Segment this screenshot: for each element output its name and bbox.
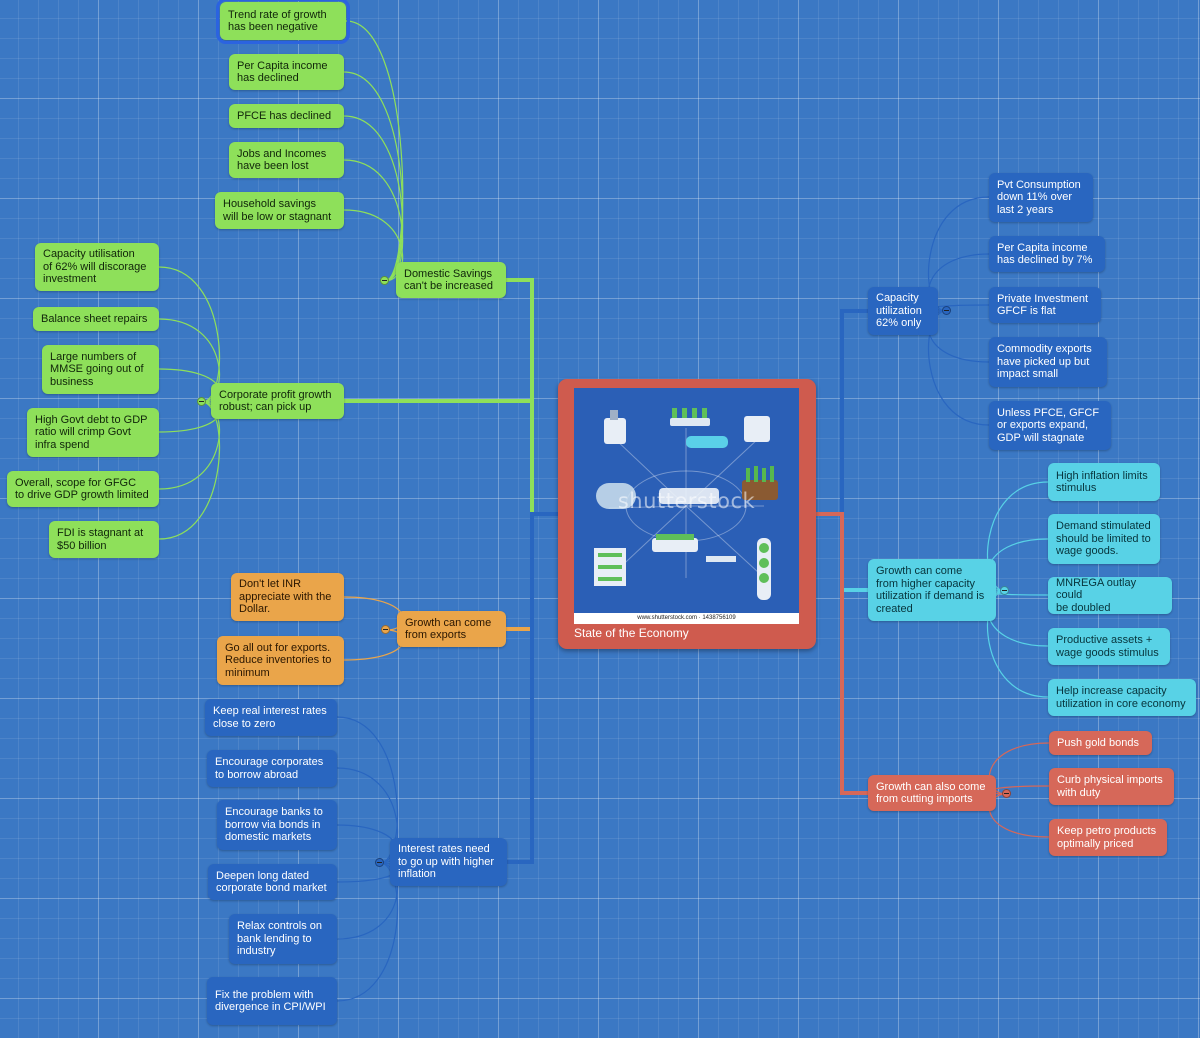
topic-growth-cutting-imports[interactable]: Growth can also come from cutting import…: [868, 775, 996, 811]
topic-mmse-going-out[interactable]: Large numbers of MMSE going out of busin…: [42, 345, 159, 394]
collapse-toggle-icon[interactable]: [197, 397, 206, 406]
topic-corporates-borrow-abroad[interactable]: Encourage corporates to borrow abroad: [207, 750, 337, 787]
smart-farming-illustration: [574, 388, 799, 624]
collapse-toggle-icon[interactable]: [375, 858, 384, 867]
connector-line: [336, 767, 398, 864]
trunk-line: [814, 512, 870, 795]
connector-line: [343, 159, 404, 282]
topic-pvt-consumption-down[interactable]: Pvt Consumption down 11% over last 2 yea…: [989, 173, 1093, 222]
collapse-toggle-icon[interactable]: [381, 625, 390, 634]
trunk-line: [814, 309, 870, 516]
connector-line: [158, 401, 220, 490]
topic-high-govt-debt[interactable]: High Govt debt to GDP ratio will crimp G…: [27, 408, 159, 457]
connector-line: [343, 596, 404, 631]
central-topic-image: shutterstock www.shutterstock.com · 1438…: [574, 388, 799, 624]
topic-jobs-incomes-lost[interactable]: Jobs and Incomes have been lost: [229, 142, 344, 178]
connector-line: [989, 793, 1050, 838]
connector-line: [345, 20, 404, 282]
topic-dont-let-inr-appreciate[interactable]: Don't let INR appreciate with the Dollar…: [231, 573, 344, 621]
topic-banks-borrow-via-bonds[interactable]: Encourage banks to borrow via bonds in d…: [217, 800, 337, 850]
topic-interest-rates-go-up[interactable]: Interest rates need to go up with higher…: [390, 838, 507, 886]
topic-balance-sheet-repairs[interactable]: Balance sheet repairs: [33, 307, 159, 331]
trunk-line: [505, 512, 560, 864]
topic-push-gold-bonds[interactable]: Push gold bonds: [1049, 731, 1152, 755]
topic-productive-assets[interactable]: Productive assets + wage goods stimulus: [1048, 628, 1170, 665]
topic-mnrega-outlay[interactable]: MNREGA outlay could be doubled: [1048, 577, 1172, 614]
topic-household-savings[interactable]: Household savings will be low or stagnan…: [215, 192, 344, 229]
central-topic[interactable]: shutterstock www.shutterstock.com · 1438…: [558, 379, 816, 649]
central-topic-title: State of the Economy: [574, 626, 689, 640]
connector-line: [988, 742, 1050, 795]
topic-demand-wage-goods[interactable]: Demand stimulated should be limited to w…: [1048, 514, 1160, 564]
connector-line: [986, 590, 1049, 647]
connector-line: [343, 115, 404, 282]
topic-cpi-wpi-divergence[interactable]: Fix the problem with divergence in CPI/W…: [207, 977, 337, 1025]
image-credit: www.shutterstock.com · 1438756109: [574, 613, 799, 624]
topic-gdp-will-stagnate[interactable]: Unless PFCE, GFCF or exports expand, GDP…: [989, 401, 1111, 450]
connector-line: [986, 590, 1049, 698]
topic-high-inflation-limits[interactable]: High inflation limits stimulus: [1048, 463, 1160, 501]
image-watermark: shutterstock: [617, 489, 756, 513]
connector-line: [158, 318, 220, 403]
connector-line: [343, 71, 404, 282]
topic-curb-physical-imports[interactable]: Curb physical imports with duty: [1049, 768, 1174, 805]
topic-help-capacity-core[interactable]: Help increase capacity utilization in co…: [1048, 679, 1196, 716]
collapse-toggle-icon[interactable]: [1002, 789, 1011, 798]
connector-line: [343, 629, 404, 661]
collapse-toggle-icon[interactable]: [380, 276, 389, 285]
topic-keep-petro-products[interactable]: Keep petro products optimally priced: [1049, 819, 1167, 856]
connector-line: [343, 209, 404, 282]
topic-pfce-declined[interactable]: PFCE has declined: [229, 104, 344, 128]
collapse-toggle-icon[interactable]: [1000, 586, 1009, 595]
topic-commodity-exports[interactable]: Commodity exports have picked up but imp…: [989, 337, 1107, 387]
topic-private-investment-flat[interactable]: Private Investment GFCF is flat: [989, 287, 1101, 323]
collapse-toggle-icon[interactable]: [942, 306, 951, 315]
topic-trend-rate-of-growth[interactable]: Trend rate of growth has been negative: [216, 0, 350, 44]
connector-line: [158, 266, 221, 403]
topic-growth-from-exports[interactable]: Growth can come from exports: [397, 611, 506, 647]
topic-per-capita-income-declined[interactable]: Per Capita income has declined: [229, 54, 344, 90]
topic-fdi-stagnant[interactable]: FDI is stagnant at $50 billion: [49, 521, 159, 558]
topic-go-all-out-exports[interactable]: Go all out for exports. Reduce inventori…: [217, 636, 344, 685]
connector-line: [336, 862, 398, 940]
topic-keep-real-interest-rates[interactable]: Keep real interest rates close to zero: [205, 699, 337, 736]
topic-growth-higher-capacity[interactable]: Growth can come from higher capacity uti…: [868, 559, 996, 621]
topic-corporate-profit-growth[interactable]: Corporate profit growth robust; can pick…: [211, 383, 344, 419]
connector-line: [986, 538, 1049, 592]
topic-relax-lending-controls[interactable]: Relax controls on bank lending to indust…: [229, 914, 337, 964]
topic-capacity-utilisation-62[interactable]: Capacity utilisation of 62% will discora…: [35, 243, 159, 291]
topic-capacity-utilization-62-only[interactable]: Capacity utilization 62% only: [868, 287, 938, 335]
topic-scope-for-gfgc[interactable]: Overall, scope for GFGC to drive GDP gro…: [7, 471, 159, 507]
connector-line: [986, 481, 1049, 592]
connector-line: [336, 716, 399, 864]
topic-deepen-bond-market[interactable]: Deepen long dated corporate bond market: [208, 864, 337, 900]
trunk-line: [504, 278, 560, 516]
topic-per-capita-declined-7[interactable]: Per Capita income has declined by 7%: [989, 236, 1105, 272]
topic-domestic-savings[interactable]: Domestic Savings can't be increased: [396, 262, 506, 298]
connector-line: [336, 862, 399, 1002]
